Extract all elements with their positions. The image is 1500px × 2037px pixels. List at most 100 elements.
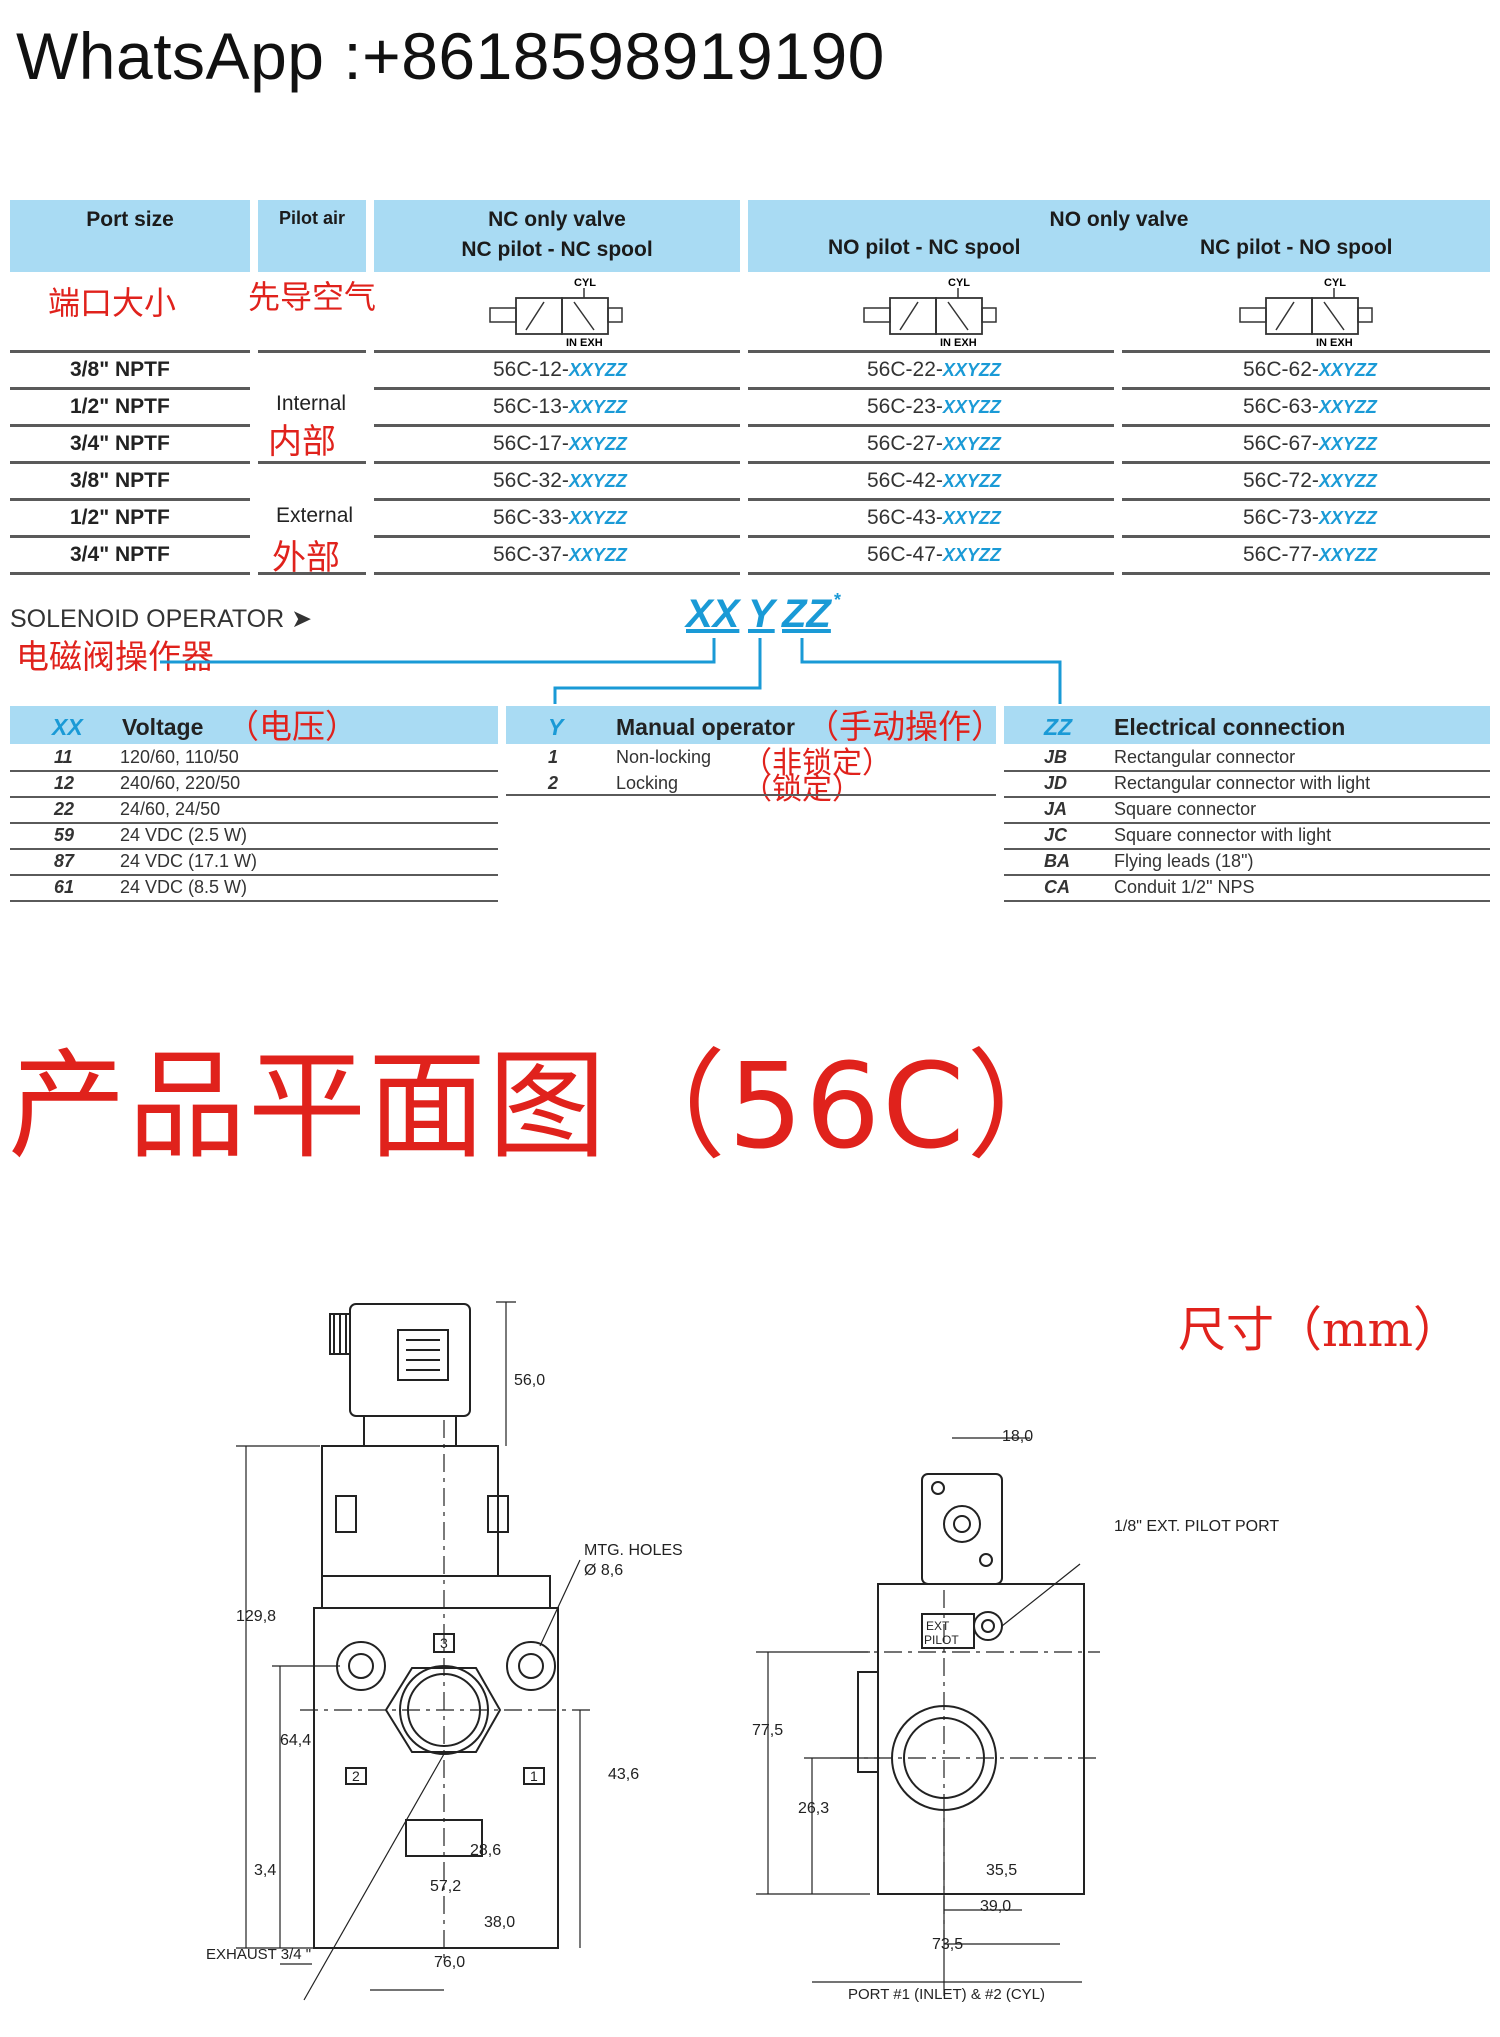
row-divider bbox=[258, 350, 366, 353]
row-divider bbox=[1122, 535, 1490, 538]
voltage-code: 61 bbox=[54, 877, 75, 897]
code-suffix: XXYZZ bbox=[568, 397, 627, 417]
manual-title-cn: （手动操作） bbox=[806, 707, 1004, 746]
code-suffix: XXYZZ bbox=[568, 434, 627, 454]
dim-38: 38,0 bbox=[484, 1914, 516, 1931]
nc-no-code-cell: 56C-62-XXYZZ bbox=[1243, 358, 1377, 382]
symbol-in-exh-label: IN EXH bbox=[940, 337, 977, 348]
row-divider bbox=[1004, 796, 1490, 798]
voltage-code: 22 bbox=[54, 799, 75, 819]
pilot-internal: Internal bbox=[276, 392, 347, 415]
drawing-title: 产品平面图（56C） bbox=[8, 1037, 1087, 1175]
nc-no-code-cell: 56C-77-XXYZZ bbox=[1243, 543, 1377, 567]
voltage-title: Voltage bbox=[122, 714, 204, 740]
nc-no-code-prefix: 56C-63- bbox=[1243, 395, 1319, 418]
electrical-header: ZZ Electrical connection bbox=[1004, 706, 1490, 744]
code-suffix: XXYZZ bbox=[1318, 434, 1377, 454]
nc-code-cell: 56C-33-XXYZZ bbox=[493, 506, 627, 530]
row-divider bbox=[10, 387, 250, 390]
dim-26: 26,3 bbox=[798, 1800, 830, 1817]
electrical-title: Electrical connection bbox=[1114, 714, 1346, 740]
nc-code-prefix: 56C-32- bbox=[493, 469, 569, 492]
row-divider bbox=[748, 424, 1114, 427]
dim-76: 76,0 bbox=[434, 1954, 466, 1971]
nc-code-cell: 56C-32-XXYZZ bbox=[493, 469, 627, 493]
code-suffix: XXYZZ bbox=[942, 397, 1001, 417]
nc-code-prefix: 56C-17- bbox=[493, 432, 569, 455]
no-nc-code-prefix: 56C-22- bbox=[867, 358, 943, 381]
code-suffix: XXYZZ bbox=[1318, 471, 1377, 491]
header-pilot-air: Pilot air bbox=[258, 200, 366, 272]
row-divider bbox=[10, 900, 498, 902]
drawing-side-view: EXT PILOT bbox=[756, 1437, 1100, 1996]
code-xx: XX bbox=[686, 592, 740, 636]
port-size-cell: 1/2" NPTF bbox=[70, 395, 170, 418]
dim-34: 3,4 bbox=[254, 1862, 277, 1879]
pilot-port-label: 1/8" EXT. PILOT PORT bbox=[1114, 1518, 1280, 1535]
code-suffix: XXYZZ bbox=[568, 545, 627, 565]
nc-no-code-cell: 56C-67-XXYZZ bbox=[1243, 432, 1377, 456]
ext-pilot-label-2: PILOT bbox=[924, 1633, 959, 1647]
code-suffix: XXYZZ bbox=[1318, 360, 1377, 380]
row-divider bbox=[748, 535, 1114, 538]
row-divider bbox=[748, 461, 1114, 464]
row-divider bbox=[10, 535, 250, 538]
code-suffix: XXYZZ bbox=[1318, 545, 1377, 565]
no-nc-code-cell: 56C-23-XXYZZ bbox=[867, 395, 1001, 419]
header-no-sub1: NO pilot - NC spool bbox=[828, 236, 1021, 259]
dim-56: 56,0 bbox=[514, 1372, 546, 1389]
row-divider bbox=[374, 461, 740, 464]
port-size-cell: 1/2" NPTF bbox=[70, 506, 170, 529]
whatsapp-contact: WhatsApp :+8618598919190 bbox=[16, 19, 885, 93]
row-divider bbox=[374, 498, 740, 501]
electrical-code: JD bbox=[1044, 773, 1068, 793]
row-divider bbox=[748, 350, 1114, 353]
manual-text: Non-locking bbox=[616, 747, 712, 767]
symbol-in-exh-label: IN EXH bbox=[566, 337, 603, 348]
row-divider bbox=[1122, 424, 1490, 427]
dim-64: 64,4 bbox=[280, 1732, 312, 1749]
no-nc-code-cell: 56C-42-XXYZZ bbox=[867, 469, 1001, 493]
drawing-unit: 尺寸（mm） bbox=[1178, 1302, 1462, 1358]
row-divider bbox=[10, 572, 250, 575]
no-nc-code-cell: 56C-27-XXYZZ bbox=[867, 432, 1001, 456]
dim-73: 73,5 bbox=[932, 1936, 964, 1953]
nc-no-code-cell: 56C-72-XXYZZ bbox=[1243, 469, 1377, 493]
voltage-code: 12 bbox=[54, 773, 75, 793]
row-divider bbox=[10, 822, 498, 824]
nc-code-cell: 56C-37-XXYZZ bbox=[493, 543, 627, 567]
port-3-label: 3 bbox=[440, 1635, 448, 1651]
pilot-air-cn: 先导空气 bbox=[248, 278, 377, 316]
code-suffix: XXYZZ bbox=[568, 471, 627, 491]
row-divider bbox=[1122, 387, 1490, 390]
voltage-text: 24 VDC (2.5 W) bbox=[120, 825, 248, 845]
row-divider bbox=[10, 461, 250, 464]
pilot-external-cn: 外部 bbox=[272, 538, 340, 578]
electrical-text: Rectangular connector bbox=[1114, 747, 1296, 767]
voltage-header: XX Voltage bbox=[10, 706, 498, 744]
row-divider bbox=[1122, 498, 1490, 501]
dim-18: 18,0 bbox=[1002, 1428, 1034, 1445]
solenoid-operator-label: SOLENOID OPERATOR ➤ bbox=[10, 605, 313, 633]
row-divider bbox=[1004, 900, 1490, 902]
no-nc-code-prefix: 56C-27- bbox=[867, 432, 943, 455]
electrical-text: Rectangular connector with light bbox=[1114, 773, 1371, 793]
electrical-text: Square connector bbox=[1114, 799, 1257, 819]
manual-header: Y Manual operator bbox=[506, 706, 996, 744]
valve-symbol-nc-no: CYL IN EXH bbox=[1239, 277, 1373, 348]
header-no-sub2: NC pilot - NO spool bbox=[1200, 236, 1393, 259]
electrical-text: Square connector with light bbox=[1114, 825, 1332, 845]
pilot-internal-cn: 内部 bbox=[268, 422, 336, 462]
row-divider bbox=[374, 387, 740, 390]
code-suffix: XXYZZ bbox=[942, 471, 1001, 491]
dim-39: 39,0 bbox=[980, 1898, 1012, 1915]
electrical-code: CA bbox=[1044, 877, 1070, 897]
symbol-cyl-label: CYL bbox=[574, 277, 596, 289]
electrical-code: JC bbox=[1044, 825, 1068, 845]
row-divider bbox=[374, 535, 740, 538]
row-divider bbox=[748, 498, 1114, 501]
row-divider bbox=[374, 424, 740, 427]
header-nc-line2: NC pilot - NC spool bbox=[461, 238, 653, 261]
row-divider bbox=[374, 350, 740, 353]
code-y: Y bbox=[748, 592, 775, 636]
